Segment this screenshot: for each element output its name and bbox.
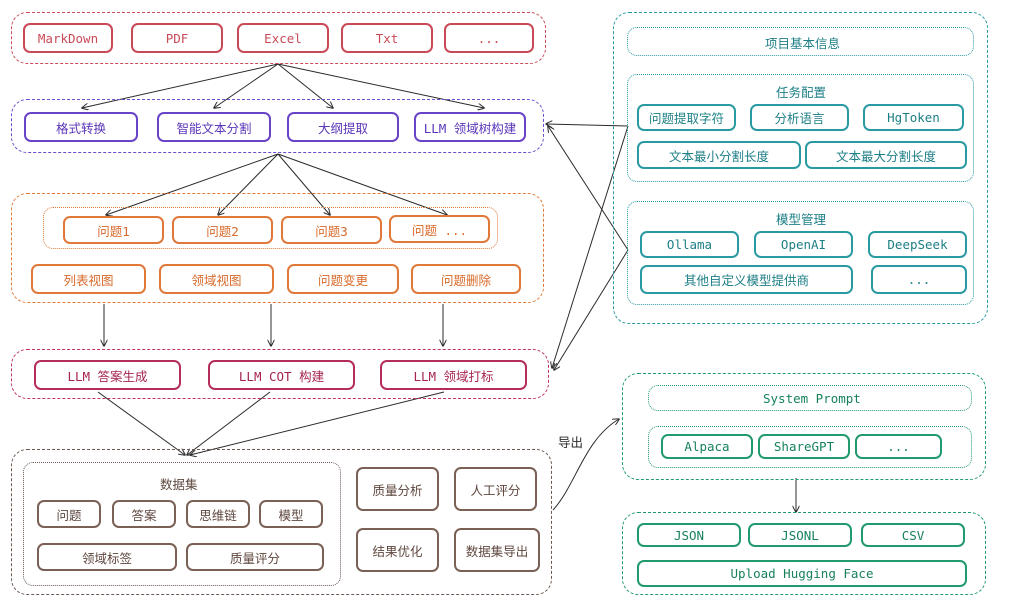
model-openai[interactable]: OpenAI	[754, 231, 853, 258]
human-rating-button[interactable]: 人工评分	[454, 467, 537, 511]
arrow-formats-to-domain-tree	[277, 63, 484, 108]
format-pdf[interactable]: PDF	[131, 23, 223, 53]
domain-view-tab[interactable]: 领域视图	[159, 264, 274, 294]
analysis-language-field[interactable]: 分析语言	[750, 104, 849, 131]
question-delete-button[interactable]: 问题删除	[411, 264, 521, 294]
task-config-subgroup	[627, 74, 974, 182]
question-edit-button[interactable]: 问题变更	[287, 264, 399, 294]
field-answer[interactable]: 答案	[112, 500, 176, 528]
result-optimize-button[interactable]: 结果优化	[356, 528, 439, 572]
upload-hugging-face-button[interactable]: Upload Hugging Face	[637, 560, 967, 587]
format-convert-button[interactable]: 格式转换	[24, 112, 138, 142]
formats-group	[11, 12, 546, 64]
quality-analysis-button[interactable]: 质量分析	[356, 467, 439, 511]
format-markdown[interactable]: MarkDown	[23, 23, 113, 53]
format-excel[interactable]: Excel	[237, 23, 329, 53]
model-manager-subgroup	[627, 201, 974, 305]
model-ollama[interactable]: Ollama	[640, 231, 739, 258]
arrow-cot-to-dataset	[187, 391, 271, 455]
system-prompt-label: System Prompt	[763, 391, 861, 406]
questions-subgroup	[43, 207, 498, 249]
project-info-label: 项目基本信息	[765, 36, 841, 51]
hgtoken-field[interactable]: HgToken	[863, 104, 964, 131]
question-1[interactable]: 问题1	[63, 216, 164, 244]
dataset-export-button[interactable]: 数据集导出	[454, 528, 540, 572]
dataset-fields-subgroup	[23, 462, 341, 586]
max-split-length-field[interactable]: 文本最大分割长度	[805, 141, 967, 169]
format-txt[interactable]: Txt	[341, 23, 433, 53]
llm-cot-build-button[interactable]: LLM COT 构建	[208, 360, 355, 390]
arrow-task-config-to-processing	[546, 124, 629, 126]
export-csv[interactable]: CSV	[861, 523, 965, 547]
llm-group	[11, 349, 549, 399]
arrow-answer-to-dataset	[97, 391, 185, 455]
dataset-group	[11, 449, 552, 595]
system-prompt-bar[interactable]	[648, 385, 972, 411]
field-quality-score[interactable]: 质量评分	[186, 543, 324, 571]
processing-group	[11, 99, 544, 153]
text-split-button[interactable]: 智能文本分割	[157, 112, 271, 142]
llm-answer-gen-button[interactable]: LLM 答案生成	[34, 360, 181, 390]
model-custom-provider[interactable]: 其他自定义模型提供商	[640, 265, 853, 294]
arrow-formats-to-text-split	[214, 63, 279, 108]
template-alpaca[interactable]: Alpaca	[661, 434, 753, 459]
template-sharegpt[interactable]: ShareGPT	[758, 434, 850, 459]
list-view-tab[interactable]: 列表视图	[31, 264, 146, 294]
arrow-formats-to-format-convert	[82, 63, 279, 108]
question-more[interactable]: 问题 ...	[389, 215, 490, 243]
question-extract-chars-field[interactable]: 问题提取字符	[637, 104, 736, 131]
arrow-processing-to-q1	[106, 153, 279, 215]
field-model[interactable]: 模型	[259, 500, 323, 528]
question-2[interactable]: 问题2	[172, 216, 273, 244]
template-more[interactable]: ...	[855, 434, 942, 459]
format-more[interactable]: ...	[444, 23, 534, 53]
domain-tree-button[interactable]: LLM 领域树构建	[414, 112, 526, 142]
template-subgroup	[648, 426, 972, 468]
questions-group	[11, 193, 544, 303]
task-config-title: 任务配置	[776, 85, 827, 100]
model-deepseek[interactable]: DeepSeek	[868, 231, 967, 258]
export-template-group	[622, 373, 986, 480]
arrow-formats-to-outline	[277, 63, 333, 108]
export-json[interactable]: JSON	[637, 523, 741, 547]
outline-extract-button[interactable]: 大纲提取	[287, 112, 399, 142]
dataset-title: 数据集	[160, 477, 198, 492]
project-group	[613, 12, 988, 324]
export-label: 导出	[558, 435, 584, 450]
arrow-processing-to-q3	[277, 153, 330, 215]
field-domain-tag[interactable]: 领域标签	[37, 543, 177, 571]
field-chain-of-thought[interactable]: 思维链	[186, 500, 250, 528]
arrow-model-manager-to-processing	[548, 126, 629, 251]
export-jsonl[interactable]: JSONL	[748, 523, 852, 547]
arrow-model-manager-to-llm	[554, 249, 629, 370]
model-more[interactable]: ...	[871, 265, 967, 294]
llm-domain-tag-button[interactable]: LLM 领域打标	[380, 360, 527, 390]
arrow-tagging-to-dataset	[190, 391, 445, 455]
question-3[interactable]: 问题3	[281, 216, 382, 244]
arrow-processing-to-qmore	[277, 153, 447, 215]
min-split-length-field[interactable]: 文本最小分割长度	[637, 141, 801, 169]
arrow-task-config-to-llm	[552, 125, 629, 368]
field-question[interactable]: 问题	[37, 500, 101, 528]
model-manager-title: 模型管理	[776, 212, 827, 227]
project-info-bar[interactable]	[627, 27, 974, 56]
arrow-processing-to-q2	[218, 153, 279, 215]
arrow-dataset-to-export	[552, 419, 619, 511]
export-format-group	[622, 512, 986, 595]
